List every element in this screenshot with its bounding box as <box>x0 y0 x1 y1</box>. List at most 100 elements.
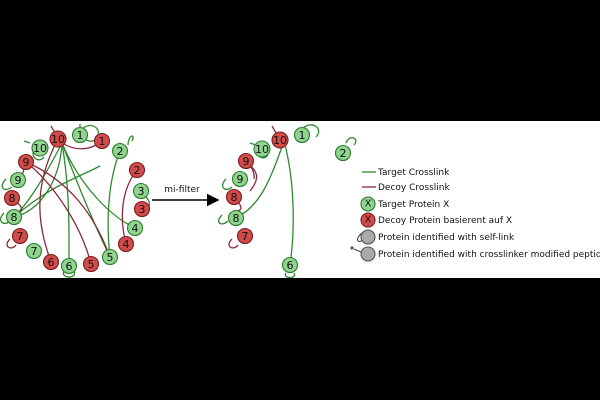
before-decoy-protein-6: 6 <box>42 253 60 271</box>
after-target-protein-9: 9 <box>231 170 249 188</box>
legend-target-protein: Target Protein X <box>377 200 449 210</box>
protein-circle <box>281 256 299 274</box>
legend-target-protein-symbol: X <box>365 199 372 210</box>
protein-label: 3 <box>139 203 146 216</box>
decoy-crosslink <box>25 161 111 258</box>
before-decoy-protein-3: 3 <box>133 200 151 218</box>
protein-circle <box>132 182 150 200</box>
after-decoy-protein-9: 9 <box>237 152 255 170</box>
protein-label: 7 <box>242 230 249 243</box>
before-target-protein-5: 5 <box>101 248 119 266</box>
before-target-protein-1: 1 <box>71 126 89 144</box>
target-crosslink <box>283 140 294 266</box>
protein-label: 6 <box>66 260 73 273</box>
protein-label: 7 <box>31 245 38 258</box>
legend: Target Crosslink Decoy Crosslink X Targe… <box>350 168 600 262</box>
protein-circle <box>49 130 67 148</box>
after-target-protein-10: 10 <box>253 140 271 158</box>
protein-circle <box>128 161 146 179</box>
protein-label: 4 <box>123 238 130 251</box>
before-decoy-protein-5: 5 <box>82 255 100 273</box>
protein-circle <box>101 248 119 266</box>
before-target-protein-3: 3 <box>132 182 150 200</box>
protein-label: 3 <box>138 185 145 198</box>
protein-circle <box>25 242 43 260</box>
protein-circle <box>236 227 254 245</box>
mi-filter-arrow: mi-filter <box>152 185 220 207</box>
protein-circle <box>237 152 255 170</box>
protein-label: 8 <box>9 192 16 205</box>
protein-circle <box>11 227 29 245</box>
before-target-protein-4: 4 <box>126 219 144 237</box>
protein-circle <box>71 126 89 144</box>
after-target-protein-2: 2 <box>334 144 352 162</box>
legend-self-link: Protein identified with self-link <box>378 233 515 243</box>
before-target-protein-9: 9 <box>9 171 27 189</box>
protein-label: 7 <box>17 230 24 243</box>
protein-circle <box>293 126 311 144</box>
legend-decoy-protein-symbol: X <box>365 215 372 226</box>
protein-label: 1 <box>299 129 306 142</box>
legend-modified-protein-icon <box>360 246 376 262</box>
before-decoy-protein-10: 10 <box>49 130 67 148</box>
self-link-loop <box>222 178 233 191</box>
protein-label: 8 <box>11 211 18 224</box>
protein-circle <box>5 208 23 226</box>
self-link-loop <box>228 238 239 249</box>
protein-label: 10 <box>51 133 65 146</box>
after-decoy-protein-8: 8 <box>225 188 243 206</box>
after-target-protein-6: 6 <box>281 256 299 274</box>
self-link-loop <box>62 270 76 278</box>
target-crosslink <box>13 142 63 218</box>
legend-decoy-protein-icon <box>360 212 376 228</box>
before-decoy-protein-1: 1 <box>93 132 111 150</box>
protein-circle <box>111 142 129 160</box>
after-target-protein-1: 1 <box>293 126 311 144</box>
before-decoy-protein-7: 7 <box>11 227 29 245</box>
decoy-crosslink <box>25 161 92 265</box>
protein-label: 10 <box>33 142 47 155</box>
legend-modified-stub-icon <box>353 248 362 253</box>
protein-circle <box>126 219 144 237</box>
protein-circle <box>3 189 21 207</box>
protein-label: 10 <box>255 143 269 156</box>
protein-label: 2 <box>117 145 124 158</box>
protein-circle <box>133 200 151 218</box>
legend-self-link-protein-icon <box>360 229 376 245</box>
self-link-loop <box>345 137 357 146</box>
protein-circle <box>117 235 135 253</box>
self-link-loop <box>1 178 13 191</box>
protein-circle <box>17 153 35 171</box>
after-target-protein-8: 8 <box>227 209 245 227</box>
legend-target-crosslink: Target Crosslink <box>377 168 450 178</box>
protein-label: 9 <box>23 156 30 169</box>
before-decoy-protein-9: 9 <box>17 153 35 171</box>
decoy-crosslink <box>39 138 59 263</box>
before-target-protein-10: 10 <box>31 139 49 157</box>
protein-label: 2 <box>134 164 141 177</box>
modified-peptide-stub <box>271 125 277 134</box>
protein-circle <box>227 209 245 227</box>
target-crosslink <box>107 150 121 258</box>
self-link-loop <box>218 214 229 225</box>
before-decoy-protein-8: 8 <box>3 189 21 207</box>
legend-target-protein-icon <box>360 196 376 212</box>
protein-circle <box>9 171 27 189</box>
protein-label: 1 <box>77 129 84 142</box>
before-target-protein-2: 2 <box>111 142 129 160</box>
before-target-protein-6: 6 <box>60 257 78 275</box>
protein-label: 8 <box>233 212 240 225</box>
protein-circle <box>93 132 111 150</box>
protein-circle <box>271 131 289 149</box>
protein-circle <box>60 257 78 275</box>
target-crosslink <box>61 142 111 258</box>
protein-circle <box>225 188 243 206</box>
protein-label: 9 <box>237 173 244 186</box>
after-decoy-protein-10: 10 <box>271 131 289 149</box>
protein-label: 9 <box>243 155 250 168</box>
